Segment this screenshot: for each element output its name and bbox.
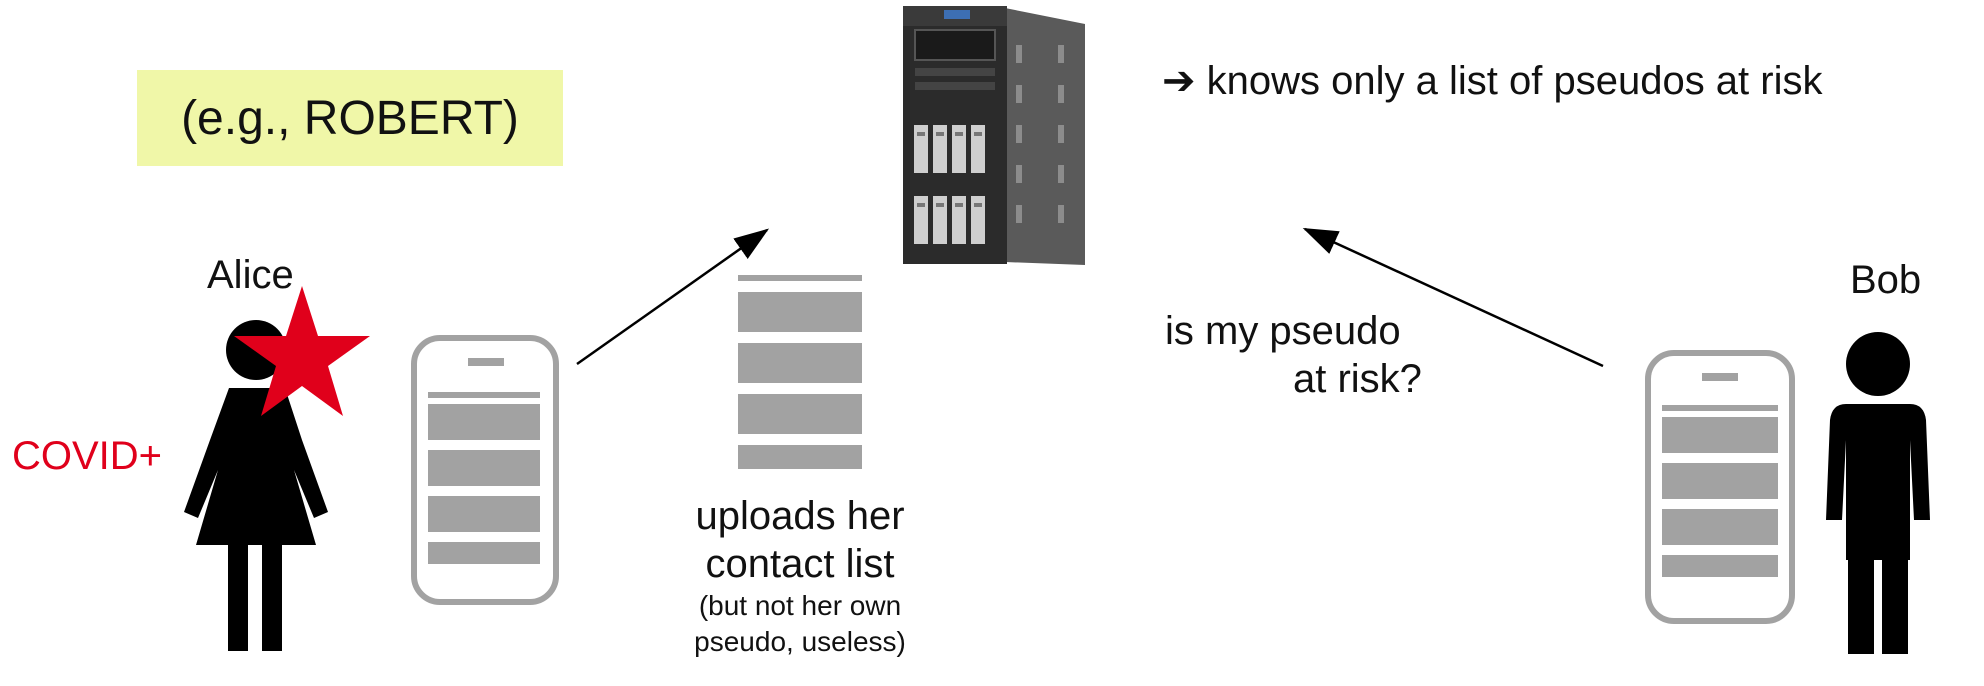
alice-phone-icon xyxy=(411,335,559,605)
bob-figure-icon xyxy=(1826,332,1930,654)
contact-list-icon xyxy=(738,275,862,469)
example-label: (e.g., ROBERT) xyxy=(137,70,563,166)
server-note: ➔ knows only a list of pseudos at risk xyxy=(1162,58,1822,104)
query-caption-line2: at risk? xyxy=(1293,357,1422,401)
upload-arrow xyxy=(576,228,770,366)
upload-caption-line4: pseudo, useless) xyxy=(694,626,906,657)
upload-caption-line1: uploads her xyxy=(695,494,905,538)
server-icon xyxy=(903,6,1085,265)
covid-star-icon xyxy=(234,286,370,416)
alice-figure-icon xyxy=(184,320,328,651)
upload-caption-line3: (but not her own xyxy=(698,590,902,621)
upload-caption: uploads her contact list (but not her ow… xyxy=(630,492,970,660)
query-caption: is my pseudo at risk? xyxy=(1165,307,1422,403)
query-arrow xyxy=(1302,227,1604,368)
bob-name: Bob xyxy=(1850,258,1922,302)
alice-status: COVID+ xyxy=(12,434,163,478)
bob-phone-icon xyxy=(1645,350,1795,624)
server-note-text: knows only a list of pseudos at risk xyxy=(1206,59,1823,103)
query-caption-line1: is my pseudo xyxy=(1165,309,1401,353)
alice-name: Alice xyxy=(207,253,294,297)
upload-caption-line2: contact list xyxy=(705,542,895,586)
arrow-glyph: ➔ xyxy=(1162,59,1196,103)
